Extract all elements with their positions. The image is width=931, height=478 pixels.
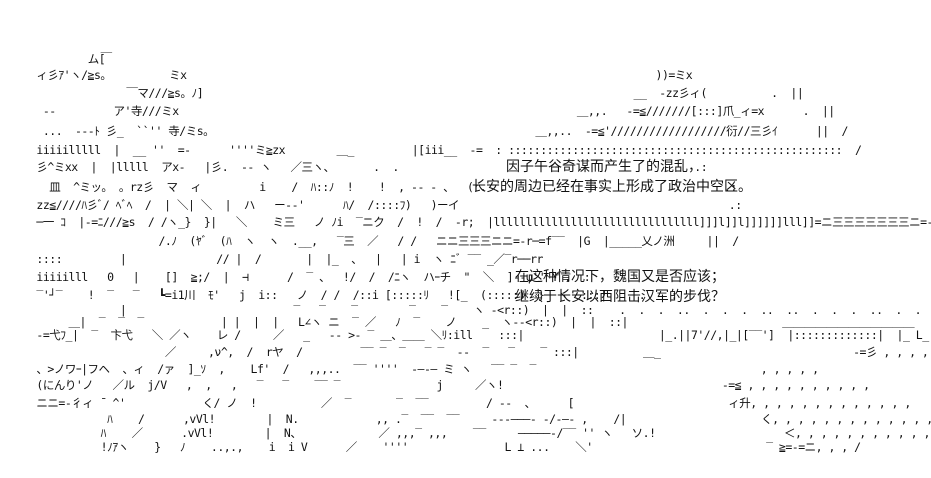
caption-mid-line-1: 在这种情况下，魏国又是否应该；: [515, 269, 725, 285]
art-line: iiiiilllll | __ '' =- ''''ミ≧zx ＿_ |[iii_…: [30, 143, 862, 157]
art-line: ﾊ ／ .vVl! | N、 ／ ,,,‾ ,,, ‾‾ ―――――-/‾‾ '…: [30, 426, 931, 440]
art-line: zz≦////ﾊ彡ﾞ/ ﾍﾞﾍ / | ＼| ＼ | ハ ー--' ﾊ/ /::…: [30, 198, 742, 212]
art-line: ム[: [30, 52, 106, 66]
art-line: ／ ,ν^, / rヤ / ‾‾ ‾ ‾ ‾ ‾ -- ‾ ‾ ‾ :::| ＿…: [30, 345, 931, 359]
art-line: ... ---ﾄ 彡_ ``'' 寺/ミs。 ＿,,.. -=≦'///////…: [30, 124, 849, 138]
art-line: !ﾉｱヽ } ﾉ ..,., i i V ／ '''' L ⊥ ... ＼' ‾…: [30, 440, 861, 454]
caption-top-line-2: 长安的周边已经在事实上形成了政治中空区。: [472, 179, 752, 195]
art-line: 皿 ^ミッ。 。rz彡 マ ィ i / ﾊ::ﾉ ! ! , -- - 、 (r…: [30, 180, 737, 194]
art-line: ニニ=-彳ィ ̄ ^' く/ ノ ! ／ ‾ ‾ ‾‾ / -- 、 [ ィ升,…: [30, 396, 911, 410]
art-line: iiiiilll 0 | [] ≧;/ | ⊣ / ‾ 、 !/ / /ﾆヽ ハ…: [30, 270, 591, 284]
art-line: | ‾ ‾ ‾ ‾ ‾ ヽ -<r::) | | :: . . . .. . .…: [30, 303, 931, 317]
art-line: :::: | // | / | |_ 、 | | i ヽ ﾆﾞ ‾‾ _／‾r─…: [30, 252, 543, 266]
art-line: ィ彡ｱ'ヽ/≧s。 ミx ))=ミx: [30, 68, 693, 82]
art-line: -- ア'寺///ミx ＿,,. -=≦///////[:::]爪_ィ=x . …: [30, 104, 835, 118]
caption-top-line-1: 因子午谷奇谋而产生了的混乱，: [506, 159, 702, 175]
art-line: 、>ノワｰ|フヘ 、ィ /ァ ]_ｿ , Lf' / ,,,.. ‾‾ ''''…: [30, 362, 819, 376]
art-line: (にんり'ノ ／ル j/V , , , ‾ ‾ ‾‾ ‾ j ／ヽ! -=≦ ,…: [30, 378, 870, 392]
art-line: ＿| ‾ ‾ ‾ | | | | L∠ヽ ニ ‾ ／ ﾉ ‾ ノ _ ヽ--<r…: [30, 315, 931, 329]
art-line: ＿: [30, 40, 113, 54]
art-line: ﾊ / ,vVl! | N. ,, .‾ ‾‾ ‾‾ ---―――- -/-―-…: [30, 412, 931, 426]
art-line: ‾'┘‾ ! ‾ ‾ ┗=i1川 ﾓ' j i:: ノ / / /::i [::…: [30, 288, 678, 302]
art-line: 彡^ミxx | |lllll アx- |彡. -- ヽ ／三ヽ、 . . .:: [30, 160, 708, 174]
art-line: -=弋ﾌ_| ‾ 卞弋 ＼ ／ヽ レ / ／ _ -- >- ‾ ＿、＿＿ ＼ﾘ…: [30, 328, 931, 342]
art-line: /.ﾉ (ﾔﾞ (ﾊ ヽ ヽ .__, ‾三 ／ / / ニニ三三三ニニ=-r─…: [30, 234, 739, 248]
art-line: ￣マ///≧s。ﾉ] __ -zz彡ィ( . ||: [30, 86, 804, 100]
art-line: ─一 ｺ |-=ﾆ///≧s / /ヽ_} }| ＼ ミ三 ノ ﾉi ‾ニク /…: [30, 215, 931, 229]
caption-mid-line-2: 继续于长安以西阻击汉军的步伐？: [515, 289, 725, 305]
